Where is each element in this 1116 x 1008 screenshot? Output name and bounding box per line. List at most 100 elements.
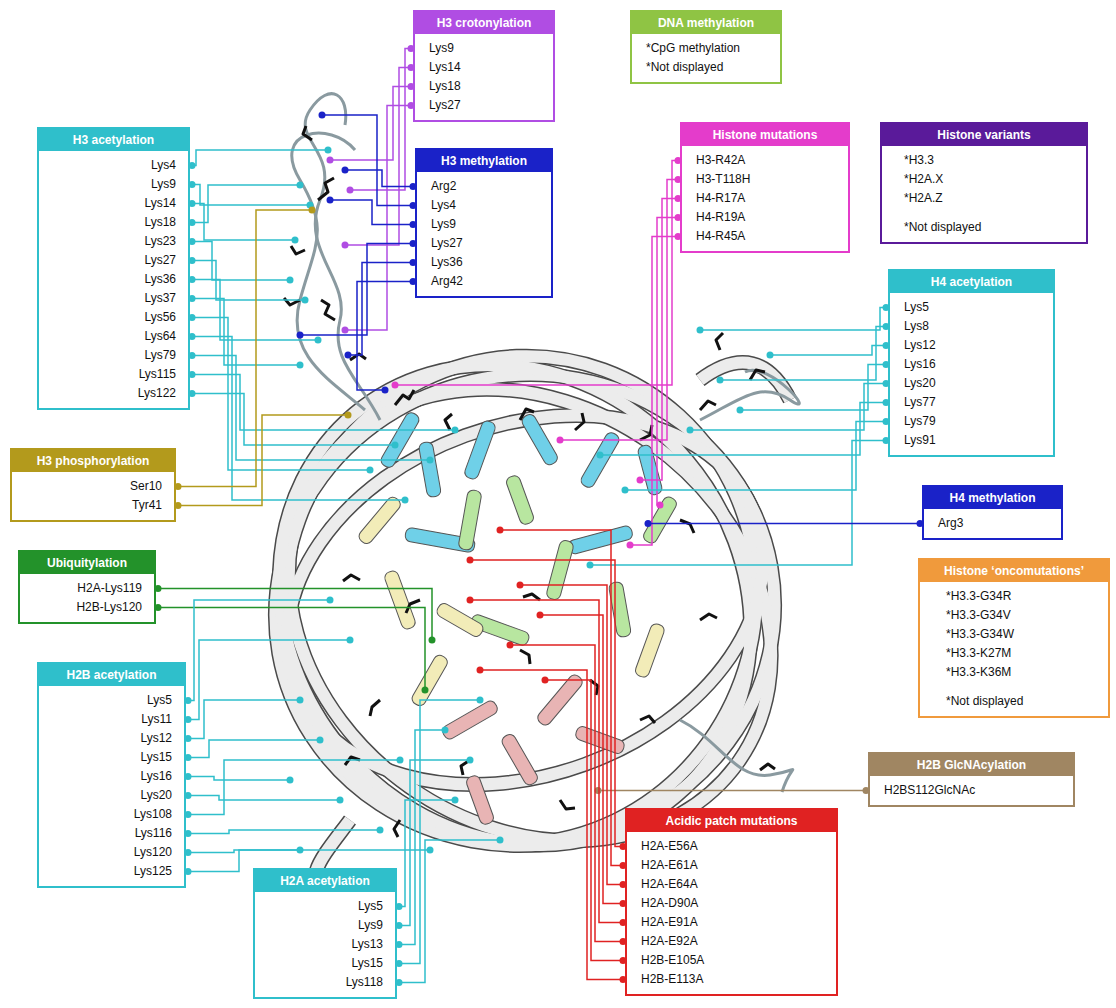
residue-label: Lys9 — [39, 175, 188, 194]
residue-label: Lys36 — [39, 270, 188, 289]
leader-dot — [542, 677, 549, 684]
leader-dot — [657, 502, 664, 509]
residue-label: Lys9 — [417, 215, 551, 234]
leader-line — [188, 830, 380, 834]
leader-line — [158, 589, 432, 641]
leader-dot — [627, 542, 634, 549]
leader-dot — [292, 237, 299, 244]
leader-dot — [342, 167, 349, 174]
box-heading: H2A acetylation — [255, 870, 395, 892]
box-heading: Acidic patch mutations — [627, 810, 836, 832]
leader-line — [188, 796, 340, 801]
residue-label: *H2A.X — [882, 170, 1086, 189]
box-heading: H3 crotonylation — [415, 12, 553, 34]
ptm-box: H3 methylationArg2Lys4Lys9Lys27Lys36Arg4… — [415, 148, 553, 298]
leader-line — [188, 700, 300, 739]
residue-label: Lys116 — [39, 824, 184, 843]
residue-label: Lys9 — [255, 916, 395, 935]
residue-label: H2BS112GlcNAc — [870, 781, 1073, 800]
residue-label: H2A-E92A — [627, 932, 836, 951]
leader-dot — [297, 697, 304, 704]
residue-label: Arg2 — [417, 177, 551, 196]
box-body: Lys5Lys11Lys12Lys15Lys16Lys20Lys108Lys11… — [39, 686, 184, 886]
box-body: H2BS112GlcNAc — [870, 776, 1073, 805]
box-body: Lys9Lys14Lys18Lys27 — [415, 34, 553, 120]
residue-label: *H3.3-K36M — [920, 663, 1108, 682]
residue-label: Lys20 — [890, 374, 1053, 393]
leader-line — [770, 346, 886, 356]
leader-dot — [467, 557, 474, 564]
leader-line — [192, 356, 430, 461]
box-body: H2A-Lys119H2B-Lys120 — [20, 574, 154, 622]
leader-dot — [467, 597, 474, 604]
leader-dot — [622, 487, 629, 494]
leader-dot — [507, 642, 514, 649]
box-heading: Histone ‘oncomutations’ — [920, 560, 1108, 582]
residue-label: Lys9 — [415, 39, 553, 58]
residue-label: Lys14 — [415, 58, 553, 77]
leader-line — [399, 700, 480, 964]
leader-line — [188, 850, 430, 853]
residue-label: Lys5 — [255, 897, 395, 916]
leader-line — [399, 730, 445, 945]
residue-label: H4-R19A — [682, 208, 848, 227]
leader-dot — [347, 187, 354, 194]
leader-line — [640, 199, 678, 481]
leader-line — [330, 87, 411, 161]
residue-label: Lys115 — [39, 365, 188, 384]
leader-dot — [557, 437, 564, 444]
box-heading: DNA methylation — [632, 12, 780, 34]
box-heading: Histone variants — [882, 124, 1086, 146]
leader-dot — [402, 497, 409, 504]
leader-dot — [687, 427, 694, 434]
leader-dot — [497, 837, 504, 844]
box-body: H3-R42AH3-T118HH4-R17AH4-R19AH4-R45A — [682, 146, 848, 251]
box-body: H2A-E56AH2A-E61AH2A-E64AH2A-D90AH2A-E91A… — [627, 832, 836, 994]
leader-line — [188, 777, 290, 781]
box-heading: H2B GlcNAcylation — [870, 754, 1073, 776]
residue-label: Arg3 — [924, 514, 1061, 533]
leader-line — [345, 170, 413, 187]
leader-dot — [422, 687, 429, 694]
leader-dot — [317, 737, 324, 744]
leader-line — [345, 106, 411, 331]
residue-label: Lys56 — [39, 308, 188, 327]
leader-line — [470, 600, 623, 923]
residue-label: Lys13 — [255, 935, 395, 954]
leader-line — [188, 760, 400, 815]
leader-line — [178, 415, 348, 506]
residue-label: Arg42 — [417, 272, 551, 291]
ptm-box: H2B acetylationLys5Lys11Lys12Lys15Lys16L… — [37, 662, 186, 888]
leader-dot — [767, 352, 774, 359]
residue-label: Lys5 — [39, 691, 184, 710]
leader-line — [399, 840, 500, 983]
leader-dot — [309, 207, 316, 214]
leader-dot — [537, 612, 544, 619]
residue-label: Lys20 — [39, 786, 184, 805]
residue-label: *Not displayed — [882, 218, 1086, 237]
residue-label: *H3.3-G34W — [920, 625, 1108, 644]
leader-line — [648, 523, 920, 525]
leader-dot — [645, 520, 652, 527]
box-body: *H3.3*H2A.X*H2A.Z*Not displayed — [882, 146, 1086, 242]
leader-dot — [327, 597, 334, 604]
residue-label: Lys120 — [39, 843, 184, 862]
leader-dot — [345, 412, 352, 419]
residue-label: *H3.3-G34R — [920, 587, 1108, 606]
leader-line — [399, 760, 470, 926]
leader-line — [399, 800, 455, 907]
leader-dot — [477, 697, 484, 704]
ptm-box: Histone ‘oncomutations’ *H3.3-G34R *H3.3-G… — [918, 558, 1110, 718]
leader-line — [188, 740, 320, 758]
leader-dot — [427, 457, 434, 464]
ptm-box: H2A acetylationLys5Lys9Lys13Lys15Lys118 — [253, 868, 397, 999]
residue-label: H2A-E91A — [627, 913, 836, 932]
residue-label: Lys4 — [39, 156, 188, 175]
box-heading: H3 phosphorylation — [12, 450, 174, 472]
residue-label: Lys79 — [39, 346, 188, 365]
leader-dot — [477, 667, 484, 674]
box-heading: Ubiquitylation — [20, 552, 154, 574]
leader-dot — [342, 327, 349, 334]
residue-label: Lys125 — [39, 862, 184, 881]
